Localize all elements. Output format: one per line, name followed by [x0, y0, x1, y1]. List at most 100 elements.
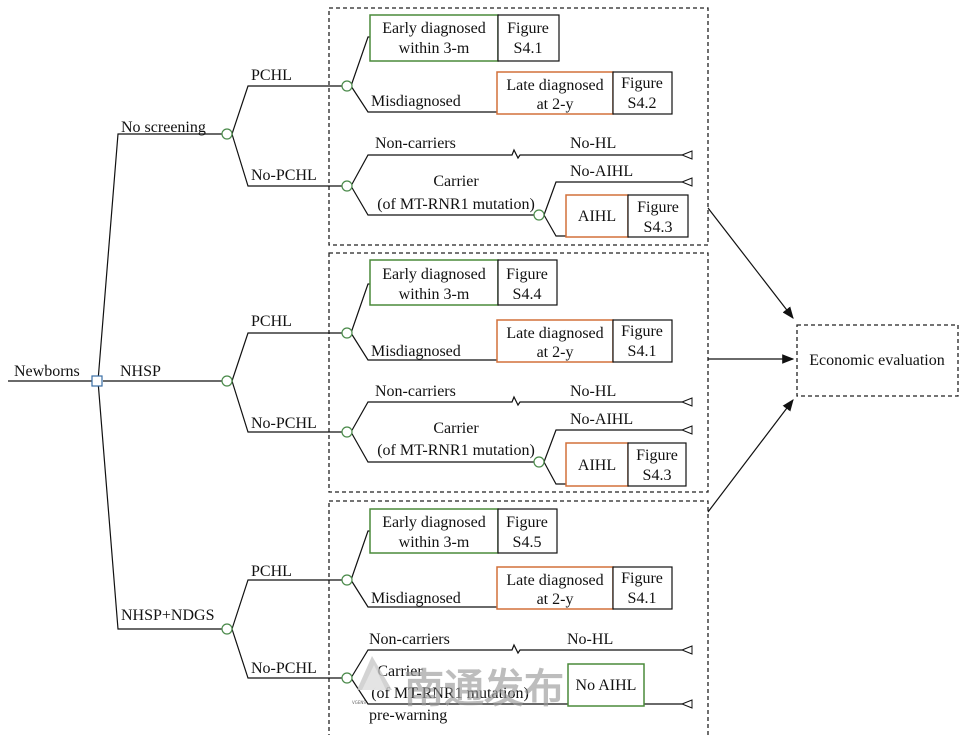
figure-ref-word: Figure — [507, 20, 549, 37]
branch-label-no-pchl: No-PCHL — [251, 660, 317, 677]
branch-label-pchl: PCHL — [251, 313, 292, 330]
figure-ref-number: S4.3 — [643, 467, 672, 484]
watermark-logo-icon: VGENS — [352, 656, 392, 705]
figure-ref-word: Figure — [636, 447, 678, 464]
branch-label-no-hl: No-HL — [567, 631, 613, 648]
aihl-box — [565, 442, 629, 487]
late-diagnosed-label: Late diagnosed — [506, 572, 603, 589]
chance-node — [341, 80, 353, 92]
branch-label-no-aihl: No-AIHL — [570, 163, 633, 180]
branch-label-pchl: PCHL — [251, 563, 292, 580]
figure-ref-number: S4.2 — [628, 95, 657, 112]
panel-no-screening — [328, 7, 709, 246]
aihl-label: AIHL — [578, 208, 616, 225]
chance-node — [221, 128, 233, 140]
early-diagnosed-timing: within 3-m — [399, 286, 470, 303]
early-diagnosed-label: Early diagnosed — [382, 20, 486, 37]
figure-ref-number: S4.1 — [628, 343, 657, 360]
branch-label-carrier: Carrier — [433, 420, 479, 437]
figure-ref-box — [612, 566, 673, 610]
early-diagnosed-box — [369, 508, 499, 554]
figure-ref-word: Figure — [621, 323, 663, 340]
chance-node — [341, 180, 353, 192]
chance-node — [341, 327, 353, 339]
terminal-node — [680, 425, 693, 435]
panel-1-tree: PCHL No-PCHL Misdiagnosed Non-carriers N… — [221, 14, 693, 238]
panel-nhsp-ndgs — [328, 500, 709, 735]
watermark-text: 南通发布 — [404, 666, 564, 712]
branch-label-no-pchl: No-PCHL — [251, 167, 317, 184]
figure-ref-box — [497, 14, 560, 62]
terminal-node — [680, 177, 693, 187]
branch-label-no-hl: No-HL — [570, 135, 616, 152]
early-diagnosed-label: Early diagnosed — [382, 514, 486, 531]
early-diagnosed-timing: within 3-m — [399, 534, 470, 551]
chance-node — [221, 623, 233, 635]
strategy-nhsp-ndgs-label: NHSP+NDGS — [121, 607, 215, 624]
terminal-node — [680, 397, 693, 407]
branch-label-non-carriers: Non-carriers — [375, 135, 456, 152]
figure-ref-word: Figure — [506, 266, 548, 283]
terminal-node — [680, 699, 693, 709]
aihl-box — [565, 194, 629, 238]
branch-label-no-aihl: No-AIHL — [570, 411, 633, 428]
terminal-node — [680, 645, 693, 655]
early-diagnosed-timing: within 3-m — [399, 40, 470, 57]
strategy-no-screening-label: No screening — [121, 119, 206, 136]
panel-nhsp — [328, 252, 709, 493]
branch-label-carrier-detail: (of MT-RNR1 mutation) — [371, 685, 529, 702]
early-diagnosed-box — [369, 259, 499, 306]
chance-node — [221, 375, 233, 387]
watermark: VGENS 南通发布 — [352, 656, 564, 712]
late-diagnosed-label: Late diagnosed — [506, 325, 603, 342]
chance-node — [341, 426, 353, 438]
late-diagnosed-timing: at 2-y — [537, 344, 574, 361]
economic-evaluation-box — [796, 324, 959, 397]
figure-ref-number: S4.5 — [513, 534, 542, 551]
early-diagnosed-box — [369, 14, 499, 62]
late-diagnosed-box — [496, 71, 614, 115]
branch-label-misdiagnosed: Misdiagnosed — [371, 93, 461, 110]
branch-label-no-pchl: No-PCHL — [251, 415, 317, 432]
strategy-nhsp-label: NHSP — [120, 363, 161, 380]
figure-ref-number: S4.1 — [514, 40, 543, 57]
figure-ref-box — [627, 194, 689, 238]
terminal-node — [680, 150, 693, 160]
chance-node — [341, 574, 353, 586]
late-diagnosed-label: Late diagnosed — [506, 77, 603, 94]
branch-label-misdiagnosed: Misdiagnosed — [371, 590, 461, 607]
chance-node — [341, 672, 353, 684]
figure-ref-box — [612, 319, 673, 363]
svg-text:VGENS: VGENS — [352, 700, 366, 705]
figure-ref-number: S4.1 — [628, 590, 657, 607]
branch-label-carrier: Carrier — [377, 663, 423, 680]
late-diagnosed-box — [496, 319, 614, 363]
figure-ref-box — [497, 259, 558, 306]
no-aihl-label: No AIHL — [576, 677, 637, 694]
branch-label-pre-warning: pre-warning — [369, 707, 447, 724]
branch-label-non-carriers: Non-carriers — [375, 383, 456, 400]
branch-label-misdiagnosed: Misdiagnosed — [371, 343, 461, 360]
figure-ref-word: Figure — [621, 75, 663, 92]
economic-evaluation-label: Economic evaluation — [809, 352, 945, 369]
early-diagnosed-label: Early diagnosed — [382, 266, 486, 283]
branch-label-no-hl: No-HL — [570, 383, 616, 400]
chance-node — [533, 209, 545, 221]
late-diagnosed-timing: at 2-y — [537, 591, 574, 608]
tree-root — [8, 133, 222, 630]
late-diagnosed-timing: at 2-y — [537, 96, 574, 113]
figure-ref-number: S4.4 — [513, 286, 542, 303]
figure-ref-box — [627, 442, 687, 487]
figure-ref-word: Figure — [506, 514, 548, 531]
branch-label-carrier: Carrier — [433, 173, 479, 190]
chance-node — [533, 456, 545, 468]
panel-3-tree: PCHL No-PCHL Misdiagnosed Non-carriers N… — [221, 508, 693, 724]
root-decision-node — [91, 375, 103, 387]
figure-ref-box — [612, 71, 673, 115]
branch-label-pchl: PCHL — [251, 67, 292, 84]
panel-2-tree: PCHL No-PCHL Misdiagnosed Non-carriers N… — [221, 259, 693, 487]
aihl-label: AIHL — [578, 457, 616, 474]
figure-ref-number: S4.3 — [644, 219, 673, 236]
no-aihl-box — [567, 663, 645, 707]
